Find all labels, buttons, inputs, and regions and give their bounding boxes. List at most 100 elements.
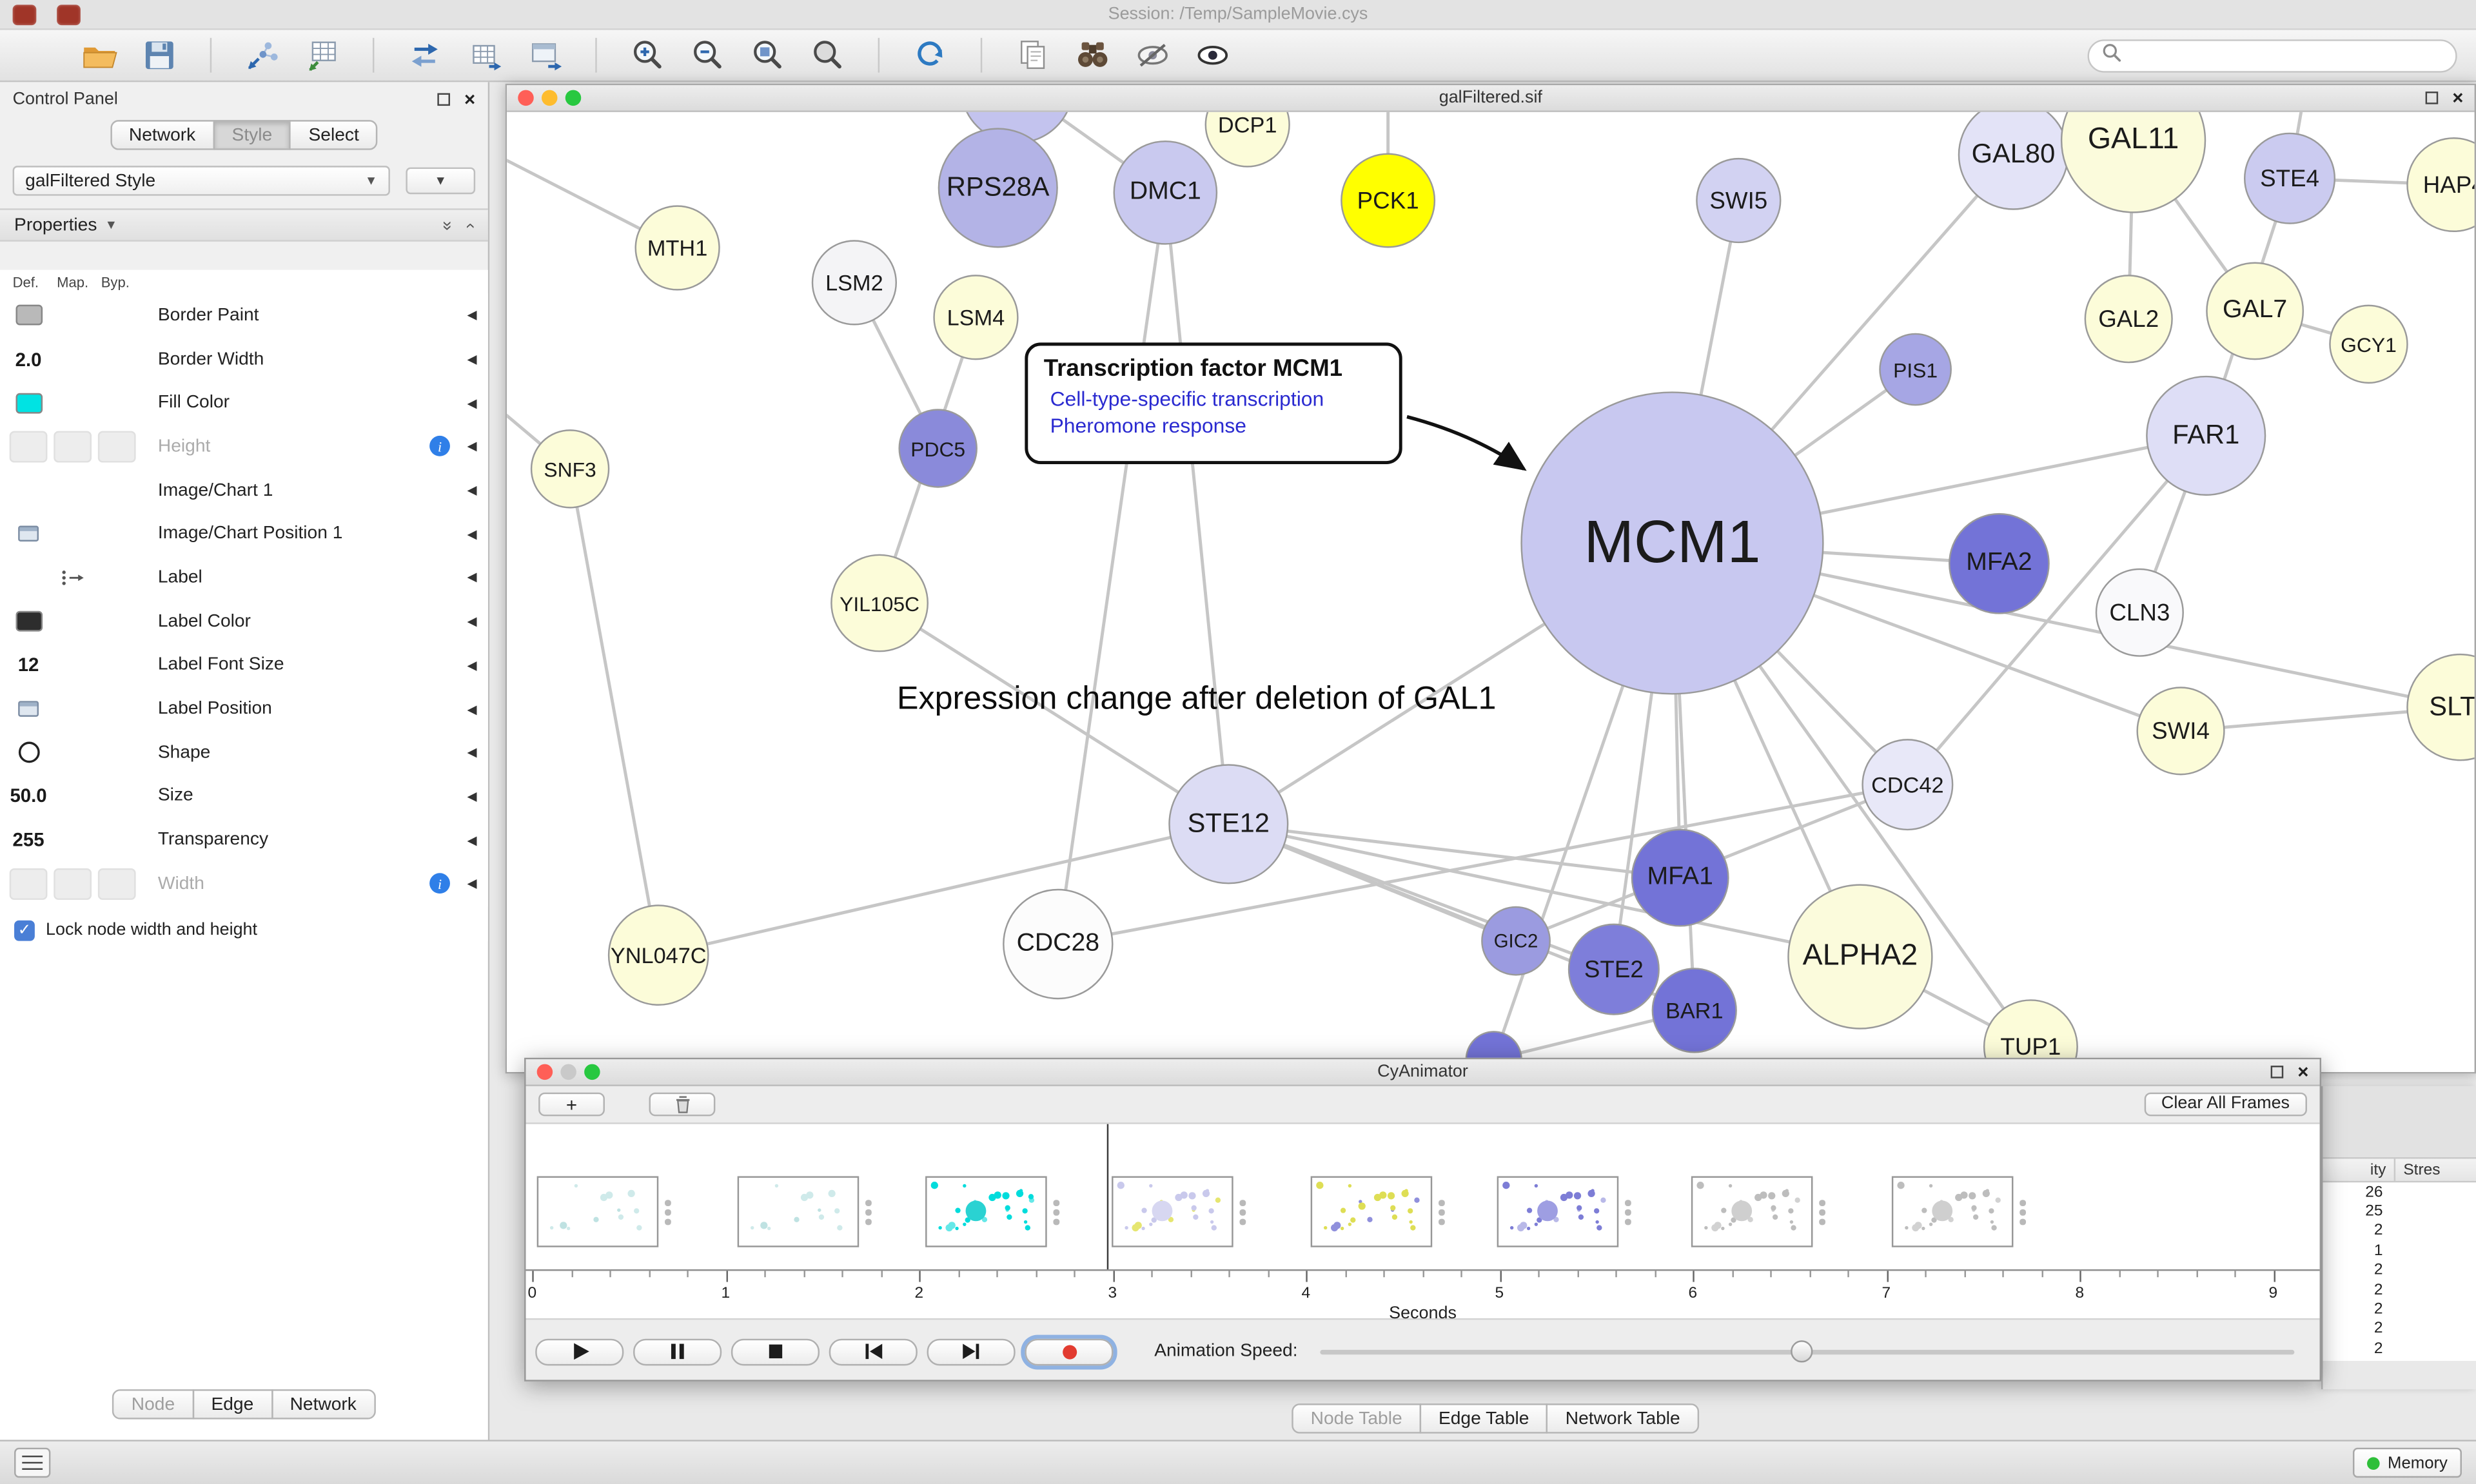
memory-button[interactable]: Memory (2353, 1447, 2462, 1478)
edge-MTH1-LEFT2[interactable] (507, 120, 678, 249)
frame-resize-handle[interactable] (1053, 1200, 1063, 1225)
animation-frame-7[interactable] (1691, 1176, 1813, 1247)
property-row-image-chart-1[interactable]: Image/Chart 1◀ (0, 468, 488, 513)
collapse-all-icon[interactable]: › (461, 222, 480, 228)
tab-network[interactable]: Network (110, 120, 215, 150)
animation-frame-5[interactable] (1310, 1176, 1433, 1247)
column-header-ity[interactable]: ity (2323, 1158, 2396, 1181)
node-GAL7[interactable]: GAL7 (2206, 262, 2304, 360)
edge-STE12-YIL105C[interactable] (878, 601, 1230, 826)
frame-resize-handle[interactable] (865, 1200, 875, 1225)
animation-speed-slider[interactable] (1319, 1338, 2295, 1365)
def-cell[interactable] (9, 431, 48, 463)
expand-all-icon[interactable]: » (438, 220, 457, 230)
map-cell[interactable] (54, 387, 92, 419)
property-row-image-chart-position-1[interactable]: Image/Chart Position 1◀ (0, 512, 488, 556)
def-cell[interactable] (10, 387, 48, 419)
minimize-window-icon[interactable] (560, 1064, 576, 1080)
app-icon-2[interactable] (57, 5, 81, 26)
byp-cell[interactable] (98, 606, 136, 638)
animation-frame-1[interactable] (536, 1176, 659, 1247)
close-window-icon[interactable] (536, 1064, 553, 1080)
map-cell[interactable] (54, 300, 92, 331)
edge-STE12-ALPHA2[interactable] (1228, 822, 1861, 959)
def-cell[interactable]: 50.0 (10, 785, 47, 808)
network-window-titlebar[interactable]: galFiltered.sif × (507, 85, 2475, 112)
node-CDC28[interactable]: CDC28 (1003, 888, 1114, 1000)
toolbar-refresh-button[interactable] (910, 35, 951, 76)
def-cell[interactable] (10, 518, 48, 550)
frame-resize-handle[interactable] (1819, 1200, 1829, 1225)
byp-cell[interactable] (98, 387, 136, 419)
toolbar-table-arrow-button[interactable] (464, 35, 506, 76)
map-cell[interactable] (54, 562, 92, 594)
node-GCY1[interactable]: GCY1 (2329, 304, 2408, 384)
node-MFA2[interactable]: MFA2 (1949, 513, 2050, 614)
node-MFA1[interactable]: MFA1 (1631, 828, 1729, 927)
node-RPS28A[interactable]: RPS28A (938, 128, 1058, 248)
property-row-shape[interactable]: Shape◀ (0, 730, 488, 775)
slider-handle[interactable] (1791, 1340, 1814, 1363)
expand-arrow-icon[interactable]: ◀ (467, 876, 477, 891)
node-GAL80[interactable]: GAL80 (1958, 112, 2069, 210)
def-cell[interactable]: 2.0 (15, 348, 42, 371)
network-canvas[interactable]: RPS28BRPS28ADMC1DCP1PCK1SWI5GAL80GAL11ST… (507, 112, 2475, 1072)
edge-SNF3-YNL047C[interactable] (568, 468, 660, 956)
close-panel-icon[interactable]: × (464, 87, 476, 110)
float-panel-icon[interactable] (437, 92, 450, 105)
def-cell[interactable]: 12 (17, 654, 39, 677)
animation-frame-4[interactable] (1112, 1176, 1233, 1247)
def-cell[interactable] (10, 737, 48, 768)
expand-arrow-icon[interactable]: ◀ (467, 658, 477, 672)
tab-select[interactable]: Select (290, 120, 378, 150)
annotation-link-2[interactable]: Pheromone response (1050, 413, 1247, 438)
edge-STE12-MFA1[interactable] (1228, 822, 1681, 880)
frame-resize-handle[interactable] (1439, 1200, 1448, 1225)
map-cell[interactable] (54, 868, 92, 900)
expand-arrow-icon[interactable]: ◀ (467, 527, 477, 542)
expand-arrow-icon[interactable]: ◀ (467, 352, 477, 367)
byp-cell[interactable] (97, 431, 136, 463)
expand-arrow-icon[interactable]: ◀ (467, 308, 477, 323)
edge-FAR1-CDC42[interactable] (1906, 434, 2208, 786)
def-cell[interactable] (10, 300, 48, 331)
toolbar-import-network-button[interactable] (242, 35, 283, 76)
map-cell[interactable] (54, 693, 92, 725)
node-SNF3[interactable]: SNF3 (530, 429, 610, 509)
property-row-border-paint[interactable]: Border Paint◀ (0, 293, 488, 338)
clear-all-frames-button[interactable]: Clear All Frames (2143, 1092, 2307, 1117)
animation-frame-3[interactable] (925, 1176, 1047, 1247)
toolbar-zoom-in-button[interactable] (627, 35, 668, 76)
frame-resize-handle[interactable] (2019, 1200, 2029, 1225)
animation-frame-6[interactable] (1497, 1176, 1619, 1247)
property-row-label-position[interactable]: Label Position◀ (0, 687, 488, 731)
node-MCM1[interactable]: MCM1 (1520, 391, 1824, 695)
annotation-box[interactable]: Transcription factor MCM1 Cell-type-spec… (1025, 342, 1402, 464)
table-row[interactable]: 2 (2323, 1339, 2476, 1358)
def-cell[interactable] (10, 562, 48, 594)
edge-DMC1-STE12[interactable] (1163, 192, 1230, 825)
toolbar-window-arrow-button[interactable] (524, 35, 565, 76)
frame-resize-handle[interactable] (665, 1200, 674, 1225)
style-dropdown[interactable]: galFiltered Style ▼ (12, 166, 390, 196)
table-row[interactable]: 2 (2323, 1300, 2476, 1319)
properties-header[interactable]: Properties ▼ » › (0, 208, 488, 242)
map-cell[interactable] (54, 825, 92, 856)
app-icon[interactable] (12, 5, 37, 26)
node-MTH1[interactable]: MTH1 (634, 205, 720, 291)
toolbar-open-folder-button[interactable] (79, 35, 120, 76)
table-row[interactable]: 26 (2323, 1182, 2476, 1202)
table-row[interactable]: 2 (2323, 1222, 2476, 1241)
tab-style[interactable]: Style (213, 120, 291, 150)
maximize-window-icon[interactable] (584, 1064, 600, 1080)
delete-frame-button[interactable] (649, 1092, 716, 1117)
node-PIS1[interactable]: PIS1 (1879, 333, 1952, 406)
map-cell[interactable] (54, 518, 92, 550)
playhead[interactable] (1106, 1124, 1109, 1269)
checkbox-checked-icon[interactable]: ✓ (14, 919, 35, 941)
frame-resize-handle[interactable] (1624, 1200, 1635, 1225)
search-input[interactable] (2130, 46, 2443, 66)
